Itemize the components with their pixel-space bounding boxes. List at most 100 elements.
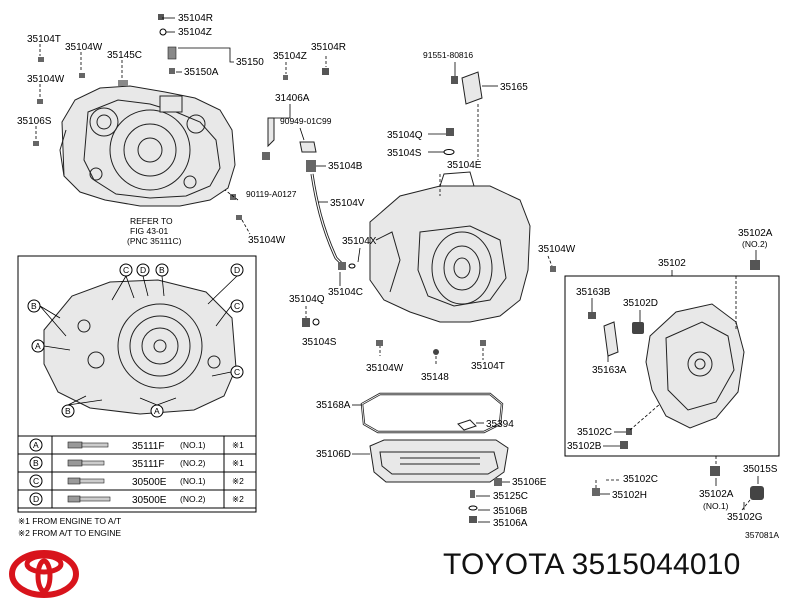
rear-cover-frame — [564, 275, 780, 457]
note-1: ※1 FROM ENGINE TO A/T — [18, 516, 121, 526]
bolt-table-row-C: C 30500E (NO.1) ※2 — [29, 474, 244, 488]
bolt-callout-frame — [17, 255, 257, 513]
svg-text:A: A — [35, 341, 41, 351]
label-35106E: 35106E — [512, 477, 547, 488]
label-35104T-b: 35104T — [471, 361, 505, 372]
callout-letter-C-2: C — [230, 299, 244, 313]
label-35102D: 35102D — [623, 298, 658, 309]
svg-text:(NO.2): (NO.2) — [180, 494, 206, 504]
svg-text:C: C — [234, 301, 240, 311]
callout-letter-A-2: A — [150, 404, 164, 418]
label-35106D: 35106D — [316, 449, 351, 460]
svg-text:B: B — [31, 301, 37, 311]
label-35102H: 35102H — [612, 490, 647, 501]
label-35394: 35394 — [486, 419, 514, 430]
label-35015S: 35015S — [743, 464, 778, 475]
leaders-center: 35104Q 35104S 35104E 35104X 35104C 35104… — [289, 130, 576, 383]
note-2: ※2 FROM A/T TO ENGINE — [18, 528, 121, 538]
svg-text:D: D — [33, 494, 39, 504]
label-35168A: 35168A — [316, 400, 351, 411]
svg-text:35111F: 35111F — [132, 459, 164, 470]
callout-letter-B-3: B — [61, 404, 75, 418]
label-35102C: 35102C — [577, 427, 612, 438]
toyota-logo-icon — [9, 550, 79, 598]
label-90949-01C99: 90949-01C99 — [280, 116, 332, 126]
label-35102C-b: 35102C — [623, 474, 658, 485]
extension-housing-drawing — [369, 128, 531, 323]
label-35104S: 35104S — [387, 148, 422, 159]
callout-letter-D-1: D — [136, 263, 150, 277]
label-35104W-e: 35104W — [366, 363, 404, 374]
callout-letter-C-1: C — [119, 263, 133, 277]
label-35150: 35150 — [236, 57, 264, 68]
label-35150A: 35150A — [184, 67, 219, 78]
bolt-table-row-B: B 35111F (NO.2) ※1 — [29, 456, 244, 470]
leaders-top-left — [35, 17, 327, 235]
svg-text:※1: ※1 — [232, 458, 244, 468]
svg-text:※2: ※2 — [232, 476, 244, 486]
label-91551-80816: 91551-80816 — [423, 50, 473, 60]
label-35104Q: 35104Q — [387, 130, 423, 141]
bolt-table-row-D: D 30500E (NO.2) ※2 — [29, 492, 244, 506]
svg-text:C: C — [33, 476, 39, 486]
bolt-callout-box: C D B D B A C C B A — [17, 255, 257, 513]
label-35165: 35165 — [500, 82, 528, 93]
callout-letter-B-1: B — [155, 263, 169, 277]
refer-note-line-2: FIG 43-01 — [130, 226, 169, 236]
label-90119-A0127: 90119-A0127 — [246, 189, 297, 199]
svg-text:B: B — [33, 458, 39, 468]
label-35102A-b: 35102A — [699, 489, 734, 500]
label-35104T: 35104T — [27, 34, 61, 45]
label-35102B: 35102B — [567, 441, 602, 452]
svg-text:D: D — [140, 265, 146, 275]
callout-letter-B-2: B — [27, 299, 41, 313]
refer-note-line-1: REFER TO — [130, 216, 173, 226]
label-35104Z-b: 35104Z — [273, 51, 307, 62]
svg-text:(NO.1): (NO.1) — [180, 440, 206, 450]
svg-text:35111F: 35111F — [132, 441, 164, 452]
svg-text:A: A — [33, 440, 39, 450]
label-35163B: 35163B — [576, 287, 611, 298]
label-35148: 35148 — [421, 372, 449, 383]
label-35106A: 35106A — [493, 518, 528, 529]
label-35145C: 35145C — [107, 50, 142, 61]
svg-text:(NO.2): (NO.2) — [180, 458, 206, 468]
label-35106B: 35106B — [493, 506, 528, 517]
label-35104R: 35104R — [178, 13, 213, 24]
label-35104Z: 35104Z — [178, 27, 212, 38]
transaxle-housing-drawing — [59, 85, 236, 207]
brand-part-caption: TOYOTA 3515044010 — [443, 548, 741, 581]
label-35104E: 35104E — [447, 160, 482, 171]
label-no1: (NO.1) — [703, 501, 729, 511]
svg-text:B: B — [65, 406, 71, 416]
label-35104B: 35104B — [328, 161, 363, 172]
callout-letter-C-3: C — [230, 365, 244, 379]
label-35104Q-b: 35104Q — [289, 294, 325, 305]
figure-id: 357081A — [745, 530, 779, 540]
svg-text:(NO.1): (NO.1) — [180, 476, 206, 486]
label-35102A: 35102A — [738, 228, 773, 239]
rear-cover-box: 35102A (NO.2) 35102 35163B 35102D 35163A… — [564, 228, 780, 457]
svg-text:30500E: 30500E — [132, 495, 167, 506]
label-35163A: 35163A — [592, 365, 627, 376]
hardware-top-left — [33, 14, 329, 220]
svg-text:※2: ※2 — [232, 494, 244, 504]
callout-letter-D-2: D — [230, 263, 244, 277]
label-35104S-b: 35104S — [302, 337, 337, 348]
svg-text:A: A — [154, 406, 160, 416]
bolt-table-row-A: A 35111F (NO.1) ※1 — [29, 438, 244, 452]
label-31406A: 31406A — [275, 93, 310, 104]
label-35104R-b: 35104R — [311, 42, 346, 53]
label-35104C: 35104C — [328, 287, 363, 298]
label-35125C: 35125C — [493, 491, 528, 502]
label-35104W-c: 35104W — [248, 235, 286, 246]
refer-note-line-3: (PNC 35111C) — [127, 236, 182, 246]
svg-text:B: B — [159, 265, 165, 275]
label-35102: 35102 — [658, 258, 686, 269]
label-no2: (NO.2) — [742, 239, 768, 249]
label-35104W: 35104W — [65, 42, 103, 53]
svg-text:30500E: 30500E — [132, 477, 167, 488]
svg-text:C: C — [123, 265, 129, 275]
oil-pan-drawing: 35168A 35394 35106D 35106E 35125C 35106B… — [316, 392, 547, 529]
